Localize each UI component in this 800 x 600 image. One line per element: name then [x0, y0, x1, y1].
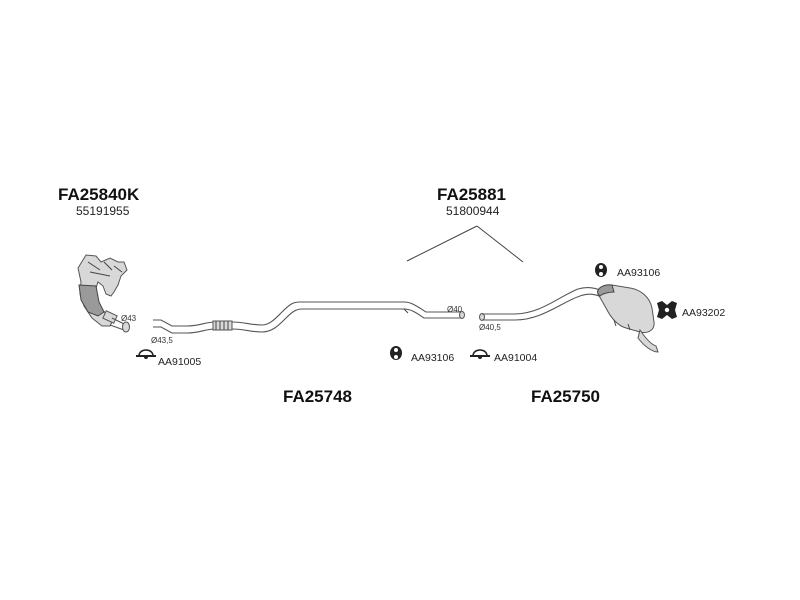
hanger-center-icon — [390, 346, 402, 360]
clamp-front-label: AA91005 — [158, 356, 201, 368]
manifold-catalyst-part — [77, 254, 130, 333]
dim-43-5: Ø43,5 — [151, 336, 173, 345]
manifold-cat-oem-number: 55191955 — [76, 204, 130, 218]
kit-part-number: FA25881 — [437, 185, 506, 204]
manifold-cat-part-number: FA25840K — [58, 185, 140, 204]
dim-40: Ø40 — [447, 305, 463, 314]
rear-silencer-part-number: FA25750 — [531, 387, 600, 406]
hanger-rear-label: AA93106 — [617, 267, 660, 279]
rear-silencer-part — [479, 284, 659, 353]
center-pipe-part — [153, 301, 465, 334]
hanger-center-label: AA93106 — [411, 352, 454, 364]
kit-indicator-lines — [406, 225, 524, 263]
center-pipe-part-number: FA25748 — [283, 387, 352, 406]
dim-40-5: Ø40,5 — [479, 323, 501, 332]
bracket-rear-icon — [657, 301, 677, 319]
clamp-front-icon — [136, 349, 156, 359]
clamp-center-icon — [470, 349, 490, 359]
dim-43: Ø43 — [121, 314, 137, 323]
clamp-center-label: AA91004 — [494, 352, 537, 364]
hanger-rear-icon — [595, 263, 607, 277]
bracket-rear-label: AA93202 — [682, 307, 725, 319]
kit-oem-number: 51800944 — [446, 204, 500, 218]
